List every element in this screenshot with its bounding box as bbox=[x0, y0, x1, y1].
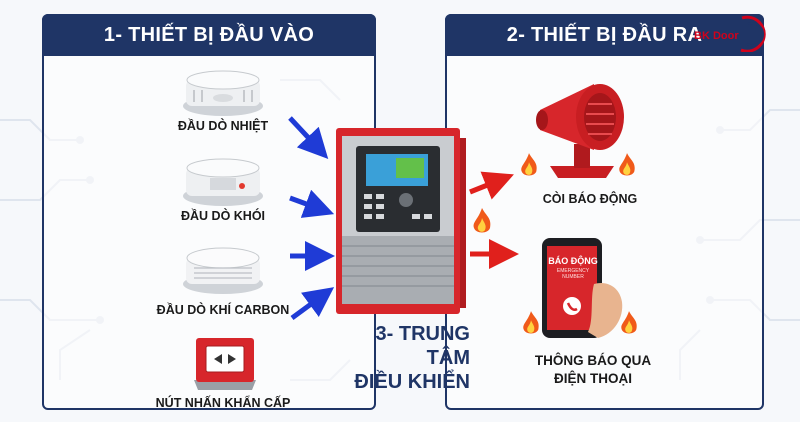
fire-icon bbox=[619, 153, 635, 176]
bk-door-logo bbox=[740, 15, 766, 52]
manual-call-point-icon bbox=[194, 338, 256, 390]
alarm-siren-icon bbox=[536, 84, 624, 178]
fire-alarm-control-panel bbox=[336, 128, 466, 314]
fire-icon bbox=[521, 153, 537, 176]
output-section-title: 2- THIẾT BỊ ĐẦU RA bbox=[445, 14, 764, 56]
phone-alert-icon bbox=[542, 238, 623, 338]
control-center-label-line2: ĐIỀU KHIỂN bbox=[354, 371, 470, 393]
heat-detector-icon bbox=[183, 70, 263, 116]
input-label-carbon: ĐẦU DÒ KHÍ CARBON bbox=[156, 303, 290, 317]
phone-screen-subtitle: EMERGENCY NUMBER bbox=[556, 268, 590, 280]
output-label-phone-line2: ĐIỆN THOẠI bbox=[553, 371, 632, 386]
input-label-manual-call-point: NÚT NHẤN KHẨN CẤP bbox=[155, 396, 291, 410]
fire-icon bbox=[621, 311, 637, 334]
fire-icon bbox=[473, 208, 491, 233]
input-section-title: 1- THIẾT BỊ ĐẦU VÀO bbox=[42, 14, 376, 56]
output-devices-panel: 2- THIẾT BỊ ĐẦU RA bbox=[445, 14, 764, 410]
output-label-phone-line1: THÔNG BÁO QUA bbox=[534, 353, 652, 368]
output-label-siren: CÒI BÁO ĐỘNG bbox=[542, 192, 638, 206]
fire-icon bbox=[523, 311, 539, 334]
input-label-smoke: ĐẦU DÒ KHÓI bbox=[180, 209, 266, 223]
phone-screen-title: BÁO ĐỘNG bbox=[548, 256, 598, 266]
carbon-detector-icon bbox=[183, 247, 263, 294]
smoke-detector-icon bbox=[183, 158, 263, 206]
control-center-label-line1: 3- TRUNG TÂM bbox=[375, 323, 470, 369]
input-label-heat: ĐẦU DÒ NHIỆT bbox=[177, 119, 269, 133]
logo-text: BK Door bbox=[694, 30, 739, 42]
